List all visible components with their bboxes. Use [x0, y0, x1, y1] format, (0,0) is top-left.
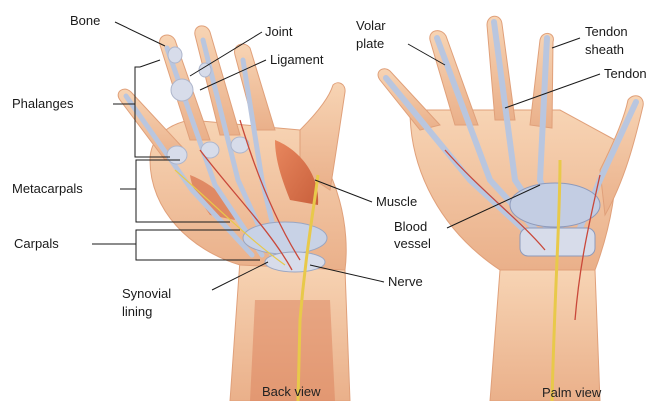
label-phalanges: Phalanges [12, 96, 73, 112]
label-bone: Bone [70, 13, 100, 29]
label-synovial-line2: lining [122, 304, 152, 320]
label-tendon-sheath-line2: sheath [585, 42, 624, 58]
label-carpals: Carpals [14, 236, 59, 252]
label-synovial-line1: Synovial [122, 286, 171, 302]
caption-palm-view: Palm view [542, 385, 601, 400]
label-blood-vessel-line2: vessel [394, 236, 431, 252]
caption-back-view: Back view [262, 384, 321, 399]
label-blood-vessel-line1: Blood [394, 219, 427, 235]
label-tendon: Tendon [604, 66, 647, 82]
label-muscle: Muscle [376, 194, 417, 210]
label-nerve: Nerve [388, 274, 423, 290]
back-view-hand [118, 26, 350, 401]
label-joint: Joint [265, 24, 292, 40]
label-ligament: Ligament [270, 52, 323, 68]
back-finger-index [235, 44, 275, 130]
label-volar-plate-line1: Volar [356, 18, 386, 34]
label-tendon-sheath-line1: Tendon [585, 24, 628, 40]
palm-forearm [490, 270, 600, 401]
label-metacarpals: Metacarpals [12, 181, 83, 197]
label-volar-plate-line2: plate [356, 36, 384, 52]
